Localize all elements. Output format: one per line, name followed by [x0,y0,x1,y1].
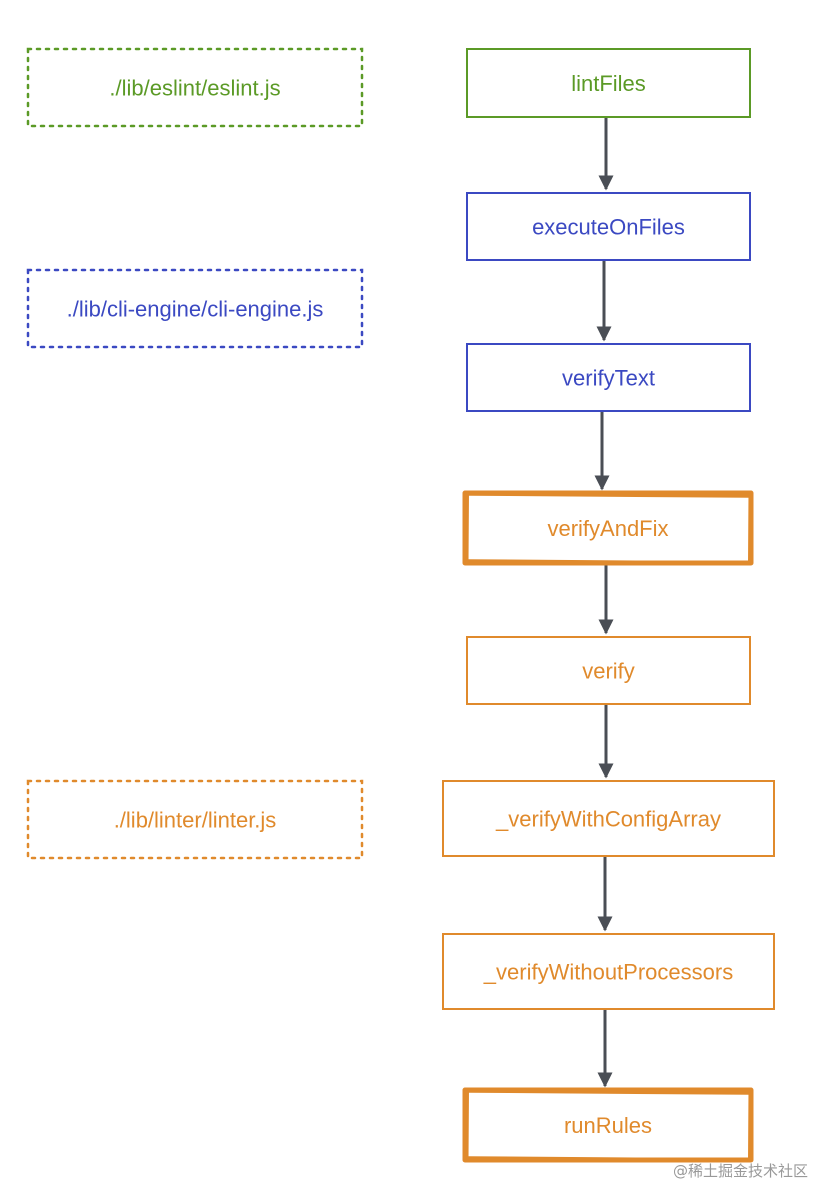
step-box-verifyAndFix [462,490,754,566]
file-box-eslint [26,47,364,128]
file-group-cli-engine: ./lib/cli-engine/cli-engine.js [26,268,364,349]
file-label-eslint: ./lib/eslint/eslint.js [109,76,280,101]
file-label-linter: ./lib/linter/linter.js [114,808,277,833]
step-node-verify: verify [466,636,751,705]
file-label-cli-engine: ./lib/cli-engine/cli-engine.js [67,297,324,322]
step-node-verifyText: verifyText [466,343,751,412]
step-node-runRules: runRules [462,1087,754,1163]
watermark: @稀土掘金技术社区 [673,1162,808,1180]
step-box-sketch-verifyAndFix [465,492,752,565]
file-box-cli-engine [26,268,364,349]
step-box-verifyText [466,343,751,412]
step-box-verifyWithConfigArray [442,780,775,857]
step-box-verifyWithoutProcessors [442,933,775,1010]
step-box-sketch-runRules [465,1089,752,1162]
file-group-linter: ./lib/linter/linter.js [26,779,364,860]
step-label-verifyText: verifyText [562,366,655,391]
step-node-executeOnFiles: executeOnFiles [466,192,751,261]
step-label-verifyWithoutProcessors: _verifyWithoutProcessors [483,960,733,985]
step-node-lintFiles: lintFiles [466,48,751,118]
step-box-verify [466,636,751,705]
step-label-verifyAndFix: verifyAndFix [547,516,668,541]
step-label-verify: verify [582,659,635,684]
step-box-executeOnFiles [466,192,751,261]
step-node-verifyAndFix: verifyAndFix [462,490,754,566]
step-node-verifyWithConfigArray: _verifyWithConfigArray [442,780,775,857]
step-label-runRules: runRules [564,1113,652,1138]
file-group-eslint: ./lib/eslint/eslint.js [26,47,364,128]
file-box-linter [26,779,364,860]
step-label-lintFiles: lintFiles [571,71,646,96]
step-label-executeOnFiles: executeOnFiles [532,215,685,240]
step-node-verifyWithoutProcessors: _verifyWithoutProcessors [442,933,775,1010]
step-label-verifyWithConfigArray: _verifyWithConfigArray [495,807,721,832]
step-box-lintFiles [466,48,751,118]
